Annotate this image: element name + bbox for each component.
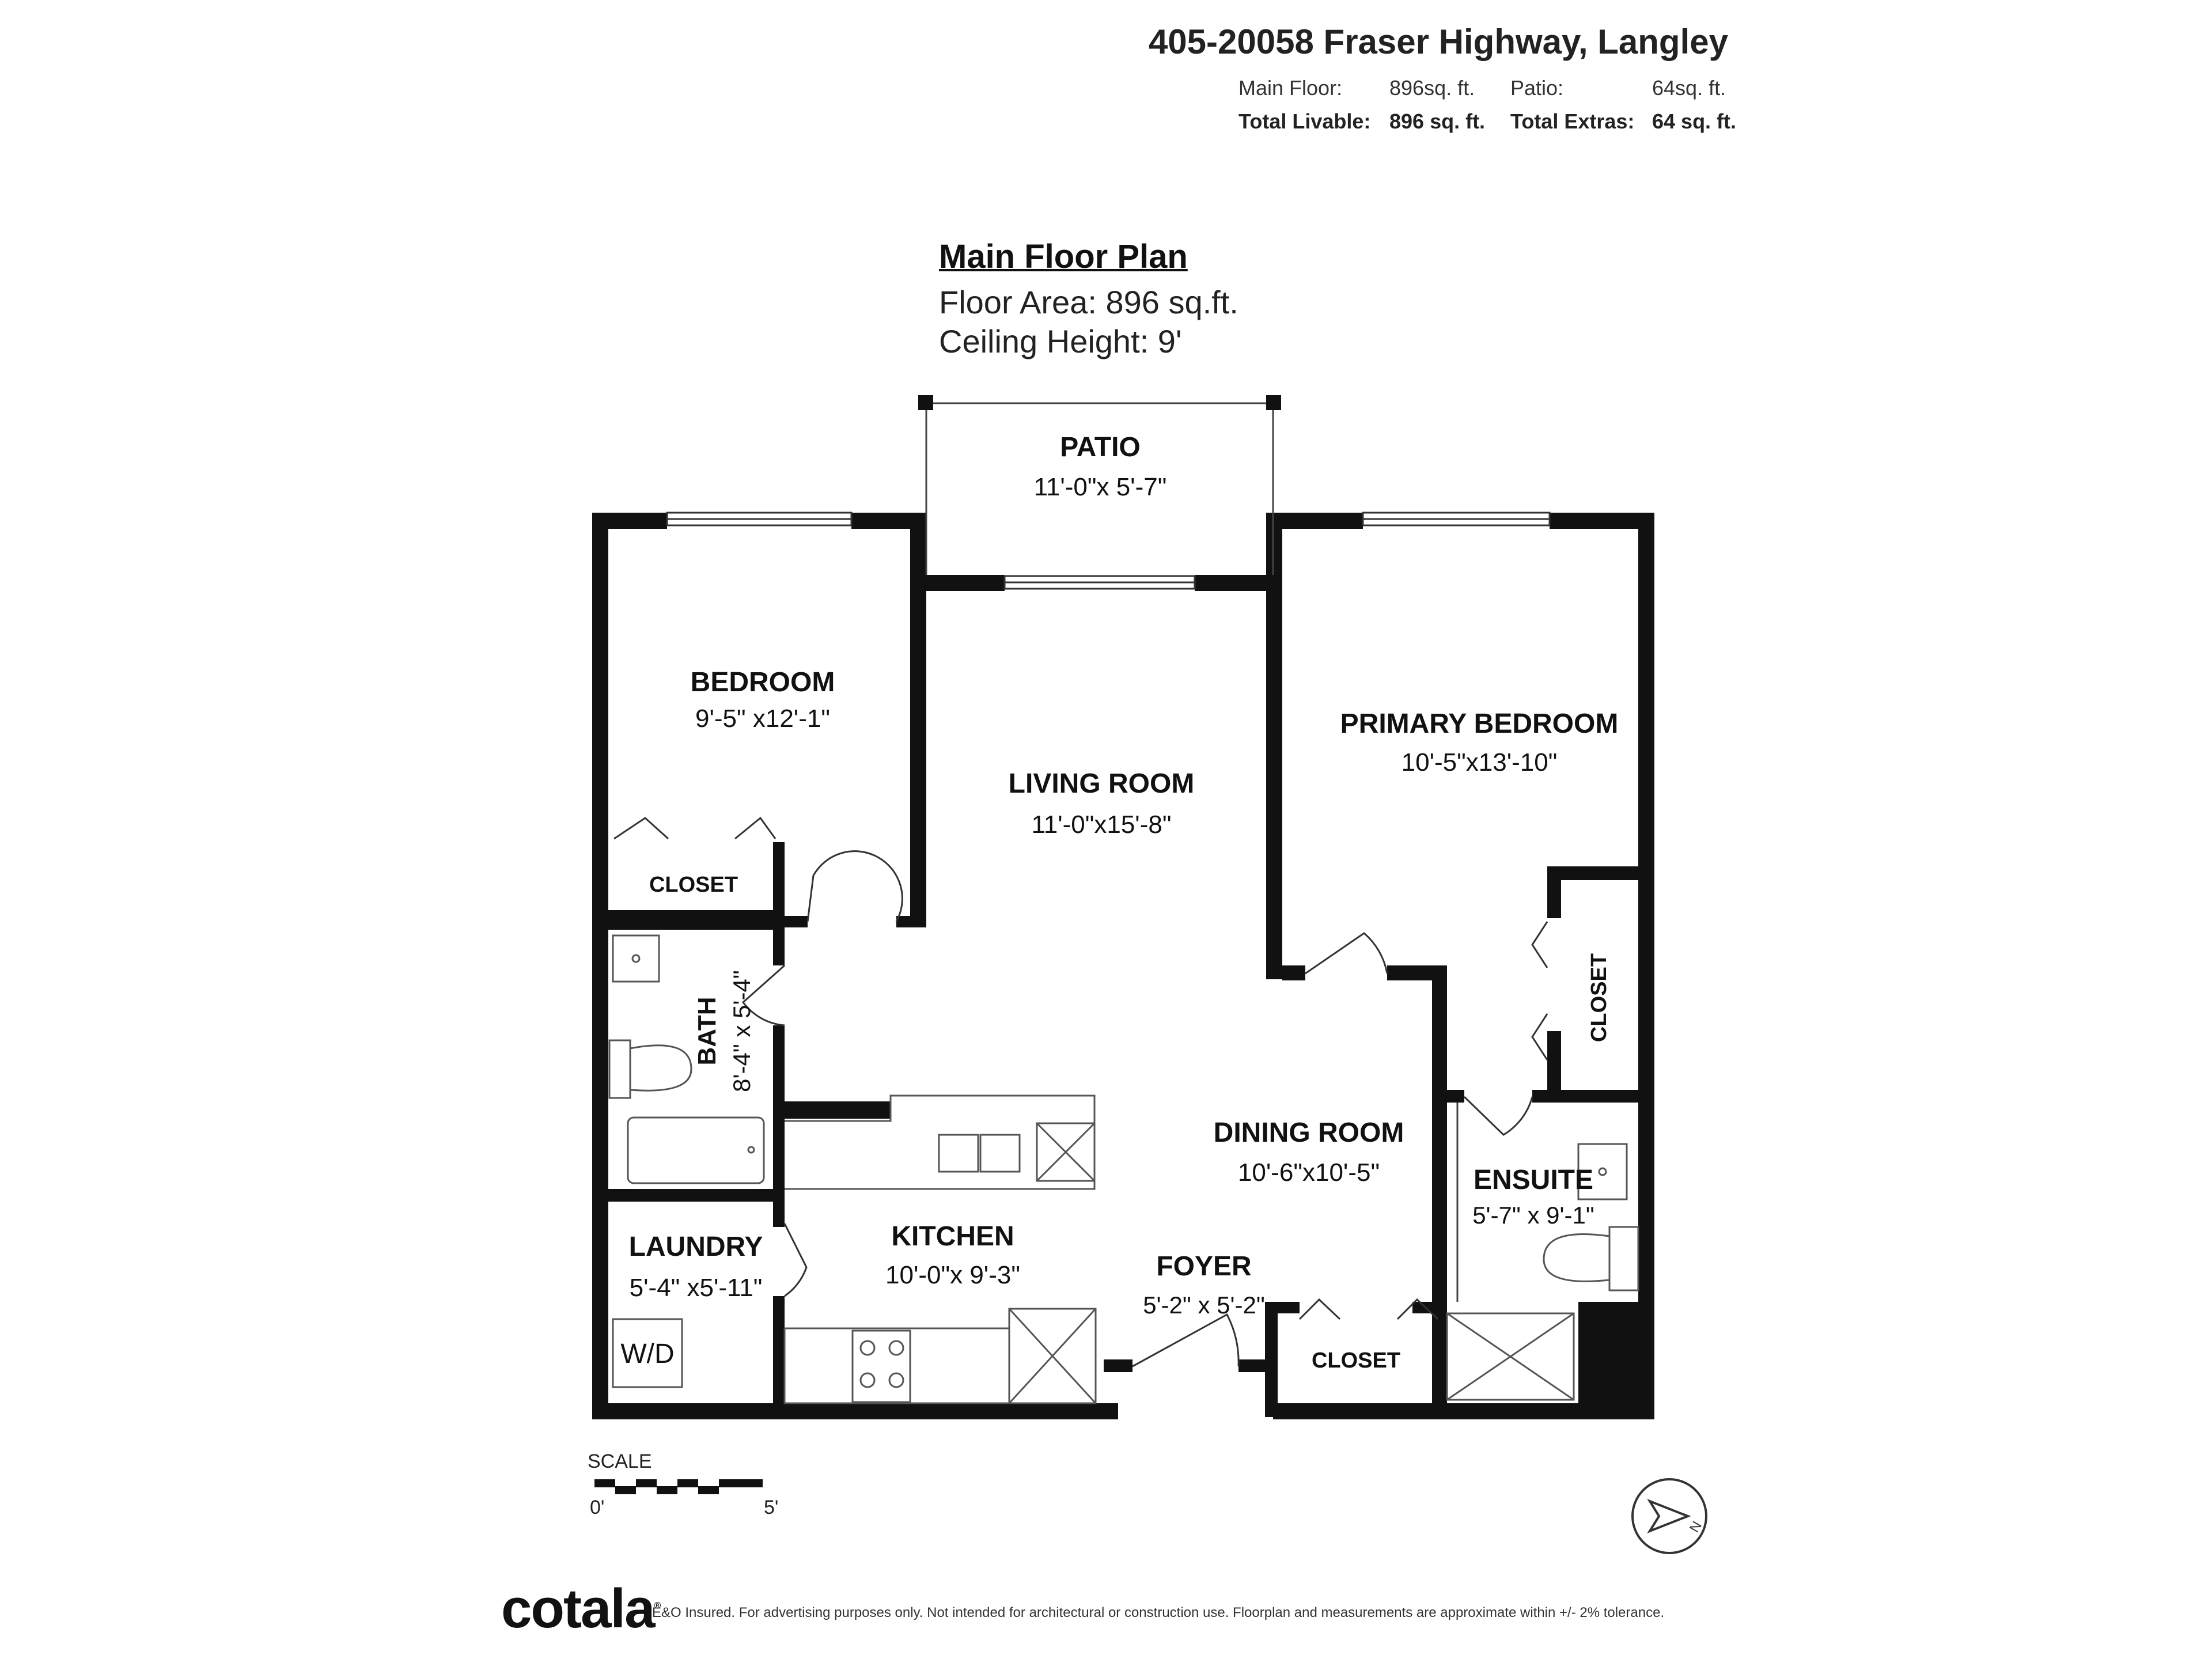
total-livable-value: 896 sq. ft. — [1389, 109, 1486, 133]
windows — [666, 512, 1551, 590]
total-extras-label: Total Extras: — [1510, 109, 1635, 133]
cotala-logo: cotala® — [501, 1578, 661, 1639]
scale-bar — [594, 1479, 763, 1494]
room-name-living: LIVING ROOM — [1009, 768, 1195, 799]
room-name-bedroom-closet: CLOSET — [649, 873, 738, 897]
plan-title: Main Floor Plan — [939, 238, 1188, 275]
main-floor-value: 896sq. ft. — [1389, 76, 1475, 100]
room-name-ensuite: ENSUITE — [1474, 1165, 1593, 1195]
disclaimer: E&O Insured. For advertising purposes on… — [652, 1605, 1665, 1620]
room-name-primary-closet: CLOSET — [1587, 953, 1611, 1042]
patio-value: 64sq. ft. — [1652, 76, 1726, 100]
room-dim-foyer: 5'-2" x 5'-2" — [1143, 1291, 1265, 1319]
total-livable-label: Total Livable: — [1238, 109, 1371, 133]
room-name-foyer: FOYER — [1156, 1251, 1251, 1282]
room-name-primary: PRIMARY BEDROOM — [1340, 709, 1619, 739]
total-extras-value: 64 sq. ft. — [1652, 109, 1737, 133]
room-dim-bath: 8'-4" x 5'-4" — [728, 970, 755, 1092]
room-dim-primary: 10'-5"x13'-10" — [1402, 748, 1558, 777]
bathtub-icon — [627, 1116, 765, 1184]
room-name-dining: DINING ROOM — [1214, 1118, 1404, 1148]
floor-area: Floor Area: 896 sq.ft. — [939, 284, 1238, 320]
ensuite-toilet-icon — [1608, 1226, 1639, 1291]
ceiling-height: Ceiling Height: 9' — [939, 323, 1182, 359]
patio-label: Patio: — [1510, 76, 1564, 100]
compass-icon — [1631, 1478, 1707, 1554]
room-name-laundry: LAUNDRY — [629, 1232, 763, 1262]
sink-right-icon — [979, 1134, 1021, 1173]
scale-start: 0' — [590, 1497, 605, 1518]
property-address: 405-20058 Fraser Highway, Langley — [1148, 22, 1728, 61]
washer-dryer-icon — [612, 1318, 683, 1388]
room-name-foyer-closet: CLOSET — [1312, 1349, 1400, 1373]
bath-toilet-icon — [608, 1039, 631, 1099]
room-dim-dining: 10'-6"x10'-5" — [1238, 1158, 1380, 1187]
scale-label: SCALE — [588, 1450, 652, 1472]
room-labels: PATIO 11'-0"x 5'-7" BEDROOM 9'-5" x12'-1… — [620, 432, 1618, 1373]
kitchen-lower-counter — [783, 1327, 1045, 1404]
room-name-bedroom: BEDROOM — [691, 667, 835, 698]
room-dim-laundry: 5'-4" x5'-11" — [630, 1274, 763, 1302]
room-dim-bedroom: 9'-5" x12'-1" — [695, 704, 830, 733]
room-dim-patio: 11'-0"x 5'-7" — [1034, 473, 1167, 501]
room-dim-ensuite: 5'-7" x 9'-1" — [1472, 1202, 1594, 1229]
doors — [613, 816, 1548, 1368]
sink-left-icon — [938, 1134, 979, 1173]
washer-dryer-label: W/D — [620, 1339, 674, 1369]
room-dim-kitchen: 10'-0"x 9'-3" — [885, 1261, 1020, 1289]
room-name-bath: BATH — [693, 997, 721, 1066]
wall-west — [592, 513, 608, 1417]
walls — [592, 513, 1654, 1419]
room-name-kitchen: KITCHEN — [891, 1221, 1014, 1252]
room-name-patio: PATIO — [1060, 432, 1141, 463]
scale-end: 5' — [764, 1497, 779, 1518]
room-dim-living: 11'-0"x15'-8" — [1032, 810, 1172, 839]
wall-east — [1638, 513, 1654, 1419]
stove-icon — [851, 1330, 911, 1403]
wall-south-west — [592, 1403, 1118, 1419]
main-floor-label: Main Floor: — [1238, 76, 1343, 100]
fixtures — [608, 934, 1639, 1404]
patio-outline — [925, 402, 1274, 575]
